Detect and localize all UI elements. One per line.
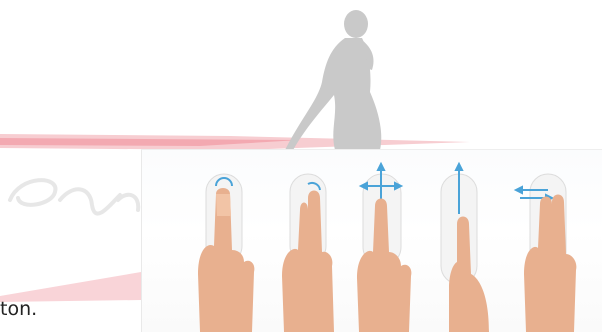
gesture-one-finger-click bbox=[186, 154, 266, 332]
gesture-panel bbox=[141, 149, 602, 332]
figure-silhouette bbox=[285, 10, 381, 152]
gesture-scroll-360 bbox=[347, 154, 427, 332]
one-finger-click-icon bbox=[186, 154, 266, 332]
gesture-two-finger-swipe bbox=[512, 154, 592, 332]
caption-text: ton. bbox=[0, 298, 37, 320]
scroll-360-icon bbox=[347, 154, 427, 332]
gesture-one-finger-swipe bbox=[427, 154, 507, 332]
gesture-secondary-click bbox=[270, 154, 350, 332]
logo-swirl-icon bbox=[10, 180, 138, 213]
two-finger-swipe-icon bbox=[512, 154, 592, 332]
secondary-click-icon bbox=[270, 154, 350, 332]
one-finger-swipe-icon bbox=[427, 154, 507, 332]
